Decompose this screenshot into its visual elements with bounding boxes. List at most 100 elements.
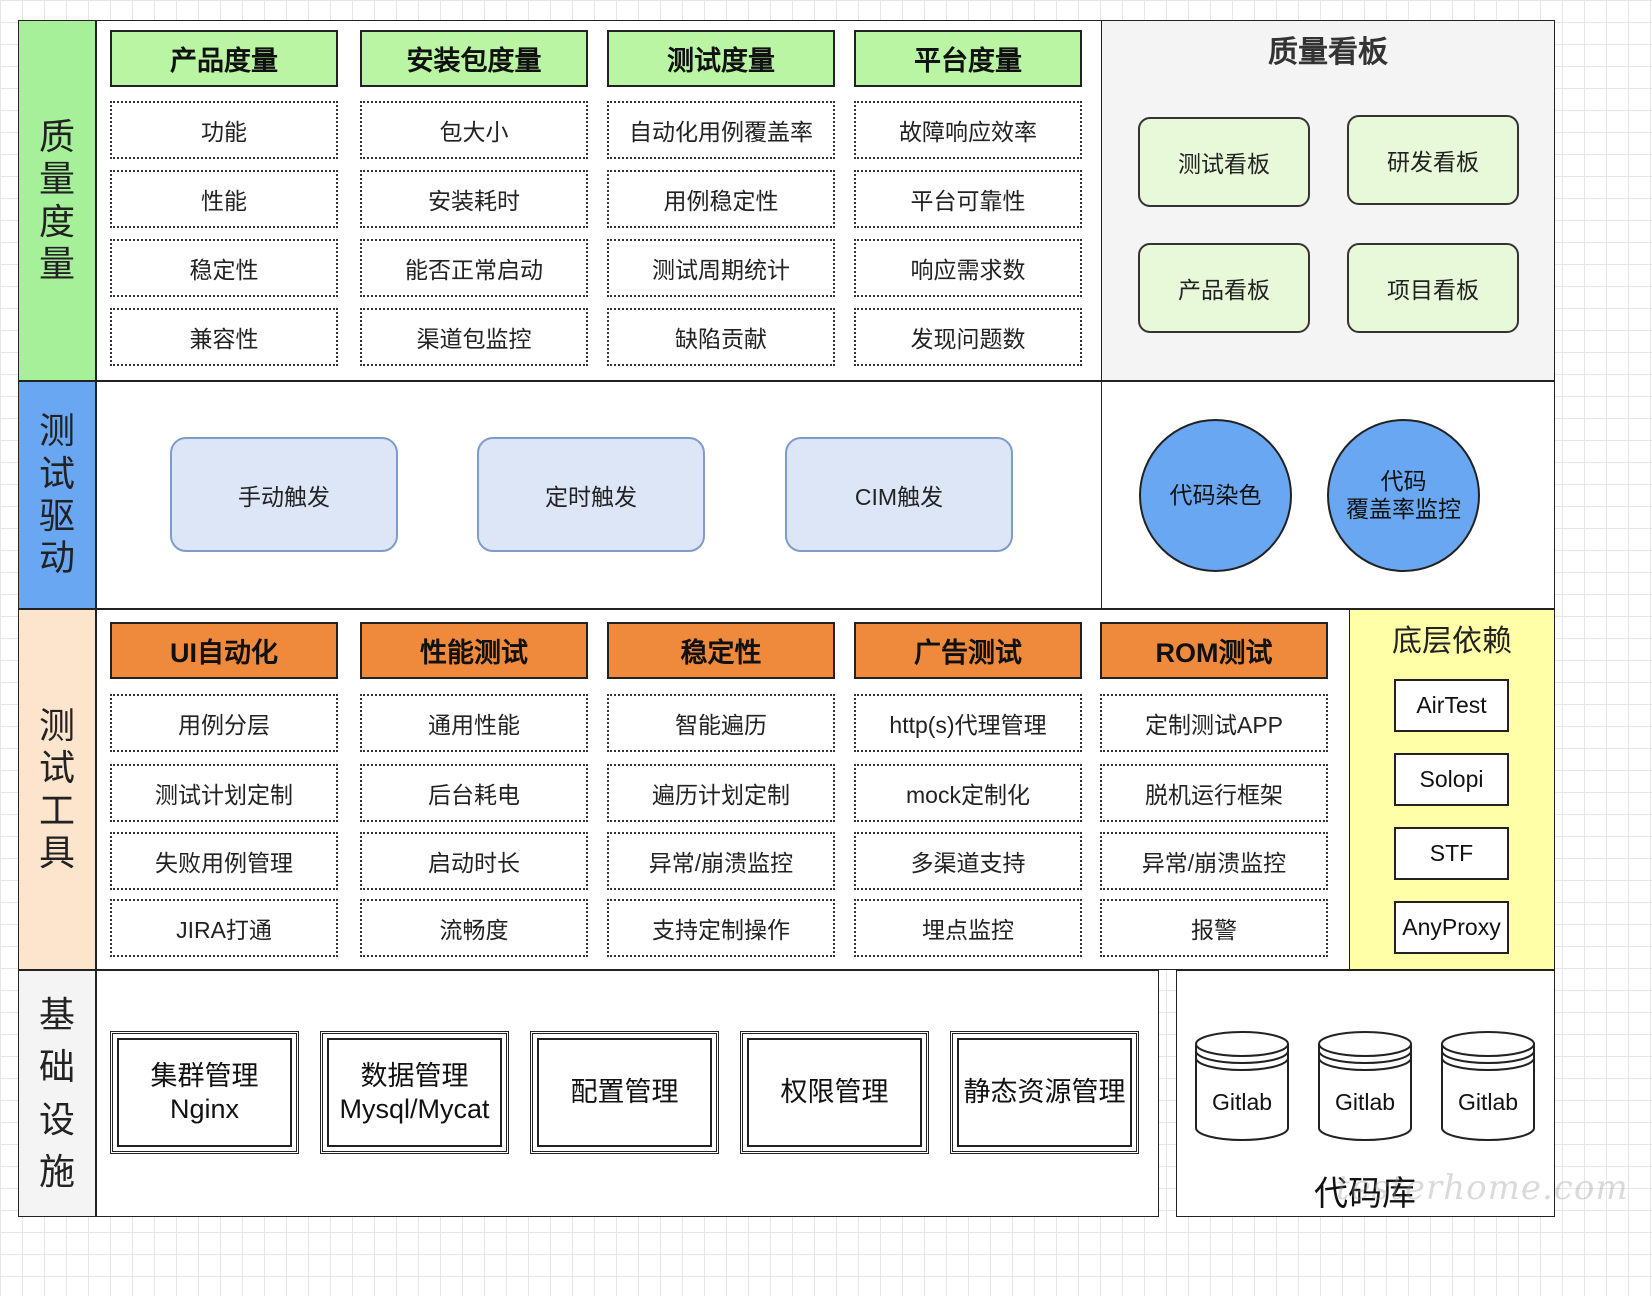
side-char: 动 bbox=[38, 537, 75, 579]
trigger-cim[interactable]: CIM触发 bbox=[785, 437, 1013, 552]
metric-item: 性能 bbox=[110, 170, 338, 228]
infra-data: 数据管理 Mysql/Mycat bbox=[320, 1031, 509, 1154]
tool-item: 通用性能 bbox=[360, 694, 588, 752]
tool-item: 测试计划定制 bbox=[110, 764, 338, 822]
infra-line: Nginx bbox=[169, 1093, 240, 1124]
tool-item: 流畅度 bbox=[360, 899, 588, 957]
repo-label: Gitlab bbox=[1211, 1088, 1273, 1115]
side-char: 础 bbox=[38, 1046, 75, 1088]
tool-header-stability: 稳定性 bbox=[607, 622, 835, 679]
tool-item: JIRA打通 bbox=[110, 899, 338, 957]
board-test[interactable]: 测试看板 bbox=[1138, 117, 1310, 207]
metric-item: 故障响应效率 bbox=[854, 101, 1082, 159]
tool-item: 报警 bbox=[1100, 899, 1328, 957]
side-char: 工 bbox=[38, 789, 75, 831]
metric-item: 安装耗时 bbox=[360, 170, 588, 228]
infra-line: Mysql/Mycat bbox=[339, 1093, 490, 1124]
metric-header-package: 安装包度量 bbox=[360, 30, 588, 87]
repo-label: Gitlab bbox=[1457, 1088, 1519, 1115]
board-project[interactable]: 项目看板 bbox=[1347, 243, 1519, 333]
dep-airtest: AirTest bbox=[1394, 679, 1509, 732]
metric-item: 发现问题数 bbox=[854, 308, 1082, 366]
tool-item: 脱机运行框架 bbox=[1100, 764, 1328, 822]
dep-solopi: Solopi bbox=[1394, 753, 1509, 806]
infra-line: 数据管理 bbox=[360, 1061, 469, 1092]
repo-gitlab-2: Gitlab bbox=[1317, 1030, 1413, 1142]
metric-item: 用例稳定性 bbox=[607, 170, 835, 228]
side-char: 量 bbox=[38, 158, 75, 200]
tool-header-ui-automation: UI自动化 bbox=[110, 622, 338, 679]
database-icon bbox=[1441, 1031, 1535, 1141]
tool-item: 用例分层 bbox=[110, 694, 338, 752]
tool-item: 多渠道支持 bbox=[854, 832, 1082, 890]
side-label-quality-metrics: 质 量 度 量 bbox=[18, 20, 96, 381]
side-char: 质 bbox=[38, 115, 75, 157]
tool-item: 智能遍历 bbox=[607, 694, 835, 752]
metric-item: 功能 bbox=[110, 101, 338, 159]
infra-cluster: 集群管理 Nginx bbox=[110, 1031, 299, 1154]
metric-item: 缺陷贡献 bbox=[607, 308, 835, 366]
tool-item: 启动时长 bbox=[360, 832, 588, 890]
side-char: 设 bbox=[38, 1098, 75, 1140]
board-product[interactable]: 产品看板 bbox=[1138, 243, 1310, 333]
side-char: 度 bbox=[38, 200, 75, 242]
infra-static-resource: 静态资源管理 bbox=[950, 1031, 1139, 1154]
metric-item: 兼容性 bbox=[110, 308, 338, 366]
metric-item: 能否正常启动 bbox=[360, 239, 588, 297]
database-icon bbox=[1318, 1031, 1412, 1141]
quality-board-title: 质量看板 bbox=[1268, 36, 1388, 69]
metric-item: 响应需求数 bbox=[854, 239, 1082, 297]
tool-item: 支持定制操作 bbox=[607, 899, 835, 957]
circle-coverage-monitor: 代码 覆盖率监控 bbox=[1327, 419, 1480, 572]
side-char: 具 bbox=[38, 831, 75, 873]
side-char: 施 bbox=[38, 1150, 75, 1192]
side-char: 量 bbox=[38, 242, 75, 284]
metric-item: 平台可靠性 bbox=[854, 170, 1082, 228]
dep-anyproxy: AnyProxy bbox=[1394, 901, 1509, 954]
watermark: testerhome.com bbox=[1336, 1168, 1629, 1208]
metric-item: 测试周期统计 bbox=[607, 239, 835, 297]
repo-gitlab-1: Gitlab bbox=[1194, 1030, 1290, 1142]
tool-item: mock定制化 bbox=[854, 764, 1082, 822]
side-char: 测 bbox=[38, 704, 75, 746]
infra-line: 权限管理 bbox=[780, 1077, 889, 1108]
metric-item: 自动化用例覆盖率 bbox=[607, 101, 835, 159]
database-icon bbox=[1195, 1031, 1289, 1141]
side-char: 试 bbox=[38, 452, 75, 494]
side-label-test-tools: 测 试 工 具 bbox=[18, 609, 96, 970]
tool-item: 后台耗电 bbox=[360, 764, 588, 822]
tool-item: 遍历计划定制 bbox=[607, 764, 835, 822]
metric-header-test: 测试度量 bbox=[607, 30, 835, 87]
tool-item: http(s)代理管理 bbox=[854, 694, 1082, 752]
circle-line: 覆盖率监控 bbox=[1346, 495, 1461, 522]
tool-item: 异常/崩溃监控 bbox=[607, 832, 835, 890]
tool-item: 异常/崩溃监控 bbox=[1100, 832, 1328, 890]
metric-item: 稳定性 bbox=[110, 239, 338, 297]
tool-item: 定制测试APP bbox=[1100, 694, 1328, 752]
infra-line: 静态资源管理 bbox=[963, 1077, 1126, 1108]
metric-item: 渠道包监控 bbox=[360, 308, 588, 366]
circle-code-coloring: 代码染色 bbox=[1139, 419, 1292, 572]
tool-header-rom-test: ROM测试 bbox=[1100, 622, 1328, 679]
infra-line: 集群管理 bbox=[150, 1061, 259, 1092]
infra-line: 配置管理 bbox=[570, 1077, 679, 1108]
code-repo-title: 代码库 bbox=[1314, 1174, 1416, 1213]
side-label-test-driver: 测 试 驱 动 bbox=[18, 381, 96, 609]
tool-header-performance: 性能测试 bbox=[360, 622, 588, 679]
side-char: 试 bbox=[38, 747, 75, 789]
circle-line: 代码 bbox=[1380, 467, 1427, 494]
trigger-manual[interactable]: 手动触发 bbox=[170, 437, 398, 552]
infra-config: 配置管理 bbox=[530, 1031, 719, 1154]
trigger-scheduled[interactable]: 定时触发 bbox=[477, 437, 705, 552]
tool-header-ad-test: 广告测试 bbox=[854, 622, 1082, 679]
dep-stf: STF bbox=[1394, 827, 1509, 880]
repo-gitlab-3: Gitlab bbox=[1440, 1030, 1536, 1142]
repo-label: Gitlab bbox=[1334, 1088, 1396, 1115]
board-dev[interactable]: 研发看板 bbox=[1347, 115, 1519, 205]
metric-header-platform: 平台度量 bbox=[854, 30, 1082, 87]
tool-item: 埋点监控 bbox=[854, 899, 1082, 957]
side-char: 基 bbox=[38, 994, 75, 1036]
tool-item: 失败用例管理 bbox=[110, 832, 338, 890]
infra-permission: 权限管理 bbox=[740, 1031, 929, 1154]
circle-line: 代码染色 bbox=[1169, 481, 1262, 508]
